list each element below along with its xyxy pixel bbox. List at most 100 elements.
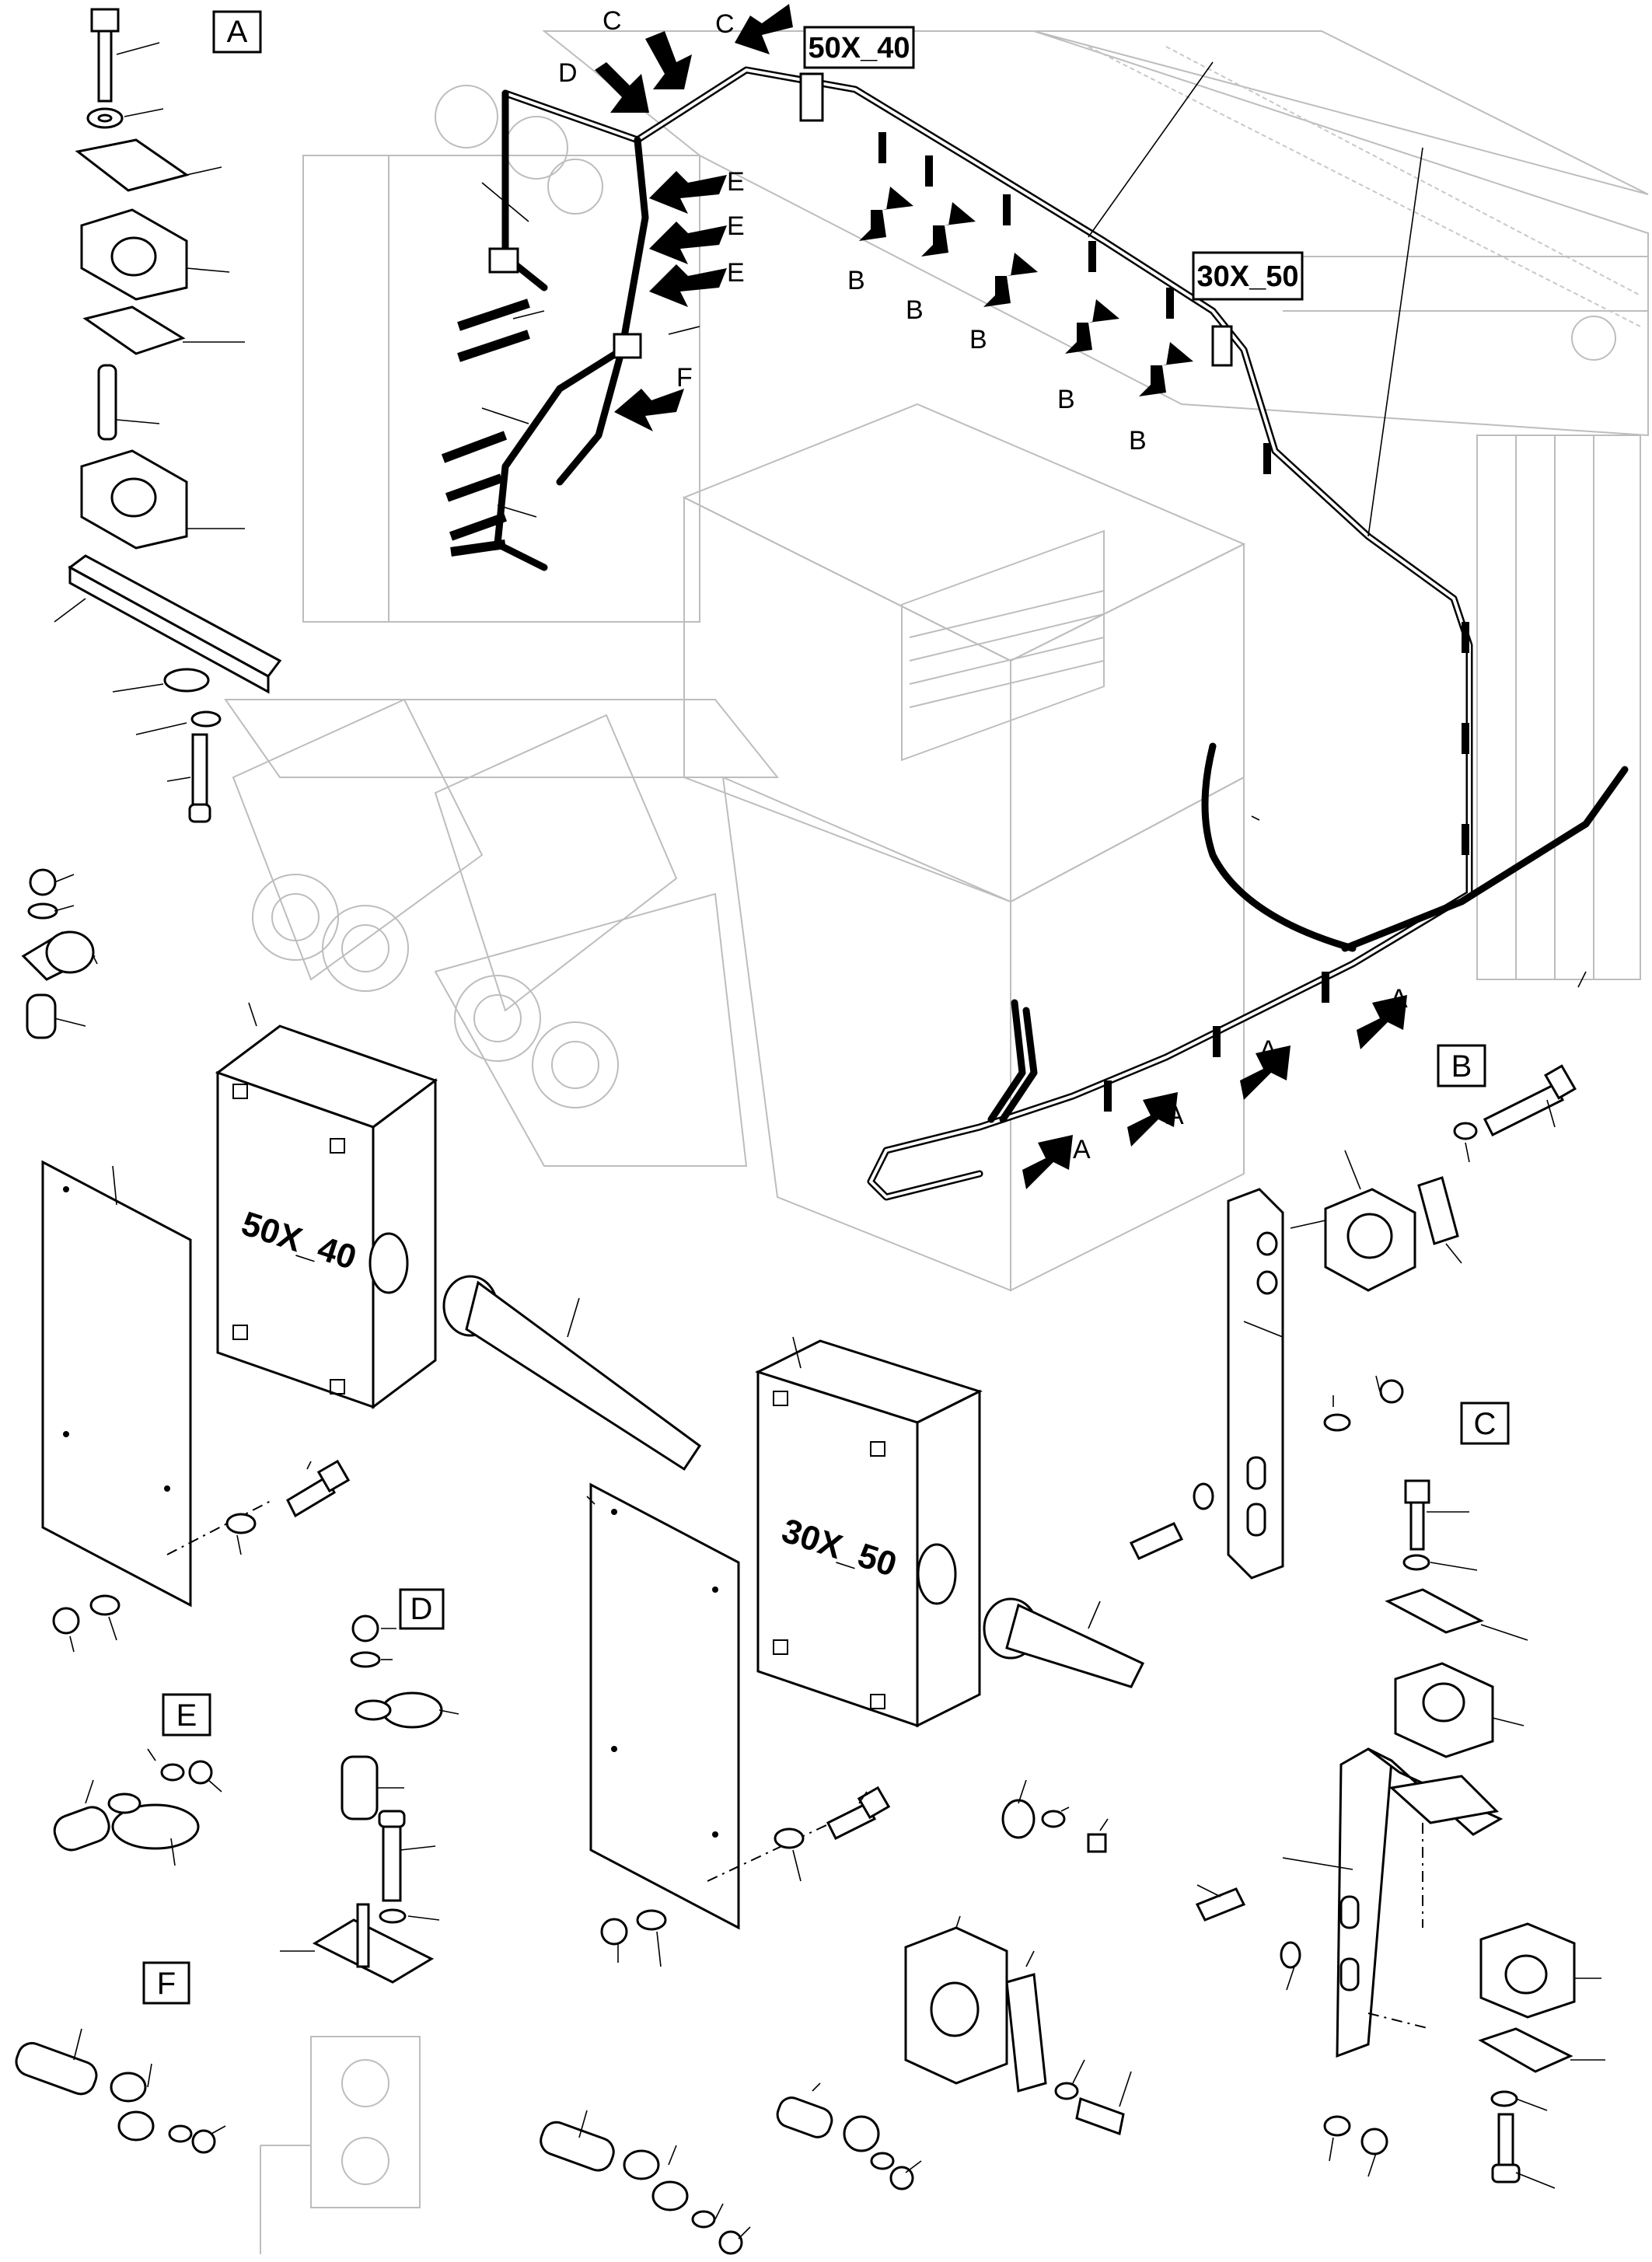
washer (1323, 1413, 1351, 1432)
spacer-sleeve (53, 1806, 110, 1852)
arrow-group (595, 4, 1407, 1189)
washer (636, 1909, 667, 1931)
washer (691, 2210, 716, 2229)
washer (379, 1908, 407, 1924)
washer (160, 1763, 185, 1782)
pointer-b-5: B (1129, 426, 1147, 456)
washer (168, 2124, 193, 2143)
bolt (286, 1475, 336, 1518)
pointer-a-2: A (1166, 1101, 1184, 1130)
pin (97, 364, 117, 441)
p-clip (111, 1803, 200, 1850)
wiring-harness (441, 66, 1629, 1201)
detail-label-e: E (176, 1698, 197, 1733)
base-plate (1388, 1775, 1500, 1824)
bolt-shank (1409, 1501, 1425, 1551)
bolt (826, 1801, 877, 1841)
bolt (1087, 1833, 1107, 1853)
detail-label-c: C (1474, 1407, 1497, 1441)
base-plate (312, 1918, 435, 1984)
label-30x50-top: 30X_50 (1196, 260, 1298, 293)
washer (1323, 2115, 1351, 2137)
p-clip (1001, 1799, 1036, 1839)
washer (1193, 1482, 1214, 1510)
spacer-sleeve (26, 993, 57, 1039)
pointer-c-1: C (602, 6, 622, 36)
detail-label-b: B (1451, 1049, 1472, 1084)
harness-leaders (481, 61, 1587, 988)
washer (350, 1651, 381, 1668)
detail-a: A (54, 8, 282, 823)
detail-label-d: D (410, 1592, 433, 1626)
washer (89, 1594, 120, 1616)
spacer-sleeve (776, 2096, 833, 2138)
p-clip (163, 668, 210, 693)
junction-box-30x50: 30X_50 (755, 1336, 1145, 1728)
p-clip (623, 2149, 660, 2180)
bolt-shank (382, 1821, 402, 1902)
spacer-plate (82, 305, 186, 355)
harness-box-label-50x40: 50X_40 (803, 26, 915, 69)
pointer-b-3: B (969, 325, 987, 354)
detail-f: F (15, 1961, 226, 2154)
washer (1453, 1122, 1478, 1140)
p-clip (651, 2180, 689, 2211)
bolt (1129, 1522, 1184, 1560)
clip-group-left (21, 868, 98, 1039)
pointer-e-1: E (727, 167, 745, 197)
nut (889, 2166, 914, 2190)
bolt-head (1404, 1479, 1430, 1504)
washer (1402, 1554, 1430, 1571)
washer (1054, 2082, 1079, 2100)
nut (191, 2129, 216, 2154)
mounting-bar (68, 554, 282, 678)
nut (1360, 2128, 1388, 2156)
pointer-e-2: E (727, 211, 745, 241)
cover-plate (1385, 1588, 1484, 1634)
pointer-c-2: C (715, 9, 735, 39)
washer (225, 1513, 257, 1534)
bolt-shank (191, 733, 208, 806)
washer (1280, 1941, 1301, 1969)
spacer-sleeve (15, 2042, 98, 2096)
pointer-a-3: A (1259, 1035, 1277, 1065)
cable (1005, 1603, 1145, 1688)
cover-plate (1478, 2027, 1573, 2073)
p-clip (843, 2115, 880, 2152)
pointer-b-1: B (847, 266, 865, 295)
washer (27, 902, 58, 920)
callout-arrows: C C D E E E F B B B B B A A A A (558, 4, 1408, 1189)
pointer-d: D (558, 58, 578, 88)
nut (29, 868, 57, 896)
washer (1490, 2090, 1518, 2107)
spacer-plate (1417, 1176, 1459, 1245)
label-50x40-top: 50X_40 (808, 32, 910, 65)
nut (600, 1918, 628, 1946)
nut (52, 1607, 80, 1635)
cover-plate-50x40 (41, 1160, 351, 1653)
nut (718, 2230, 743, 2255)
washer (774, 1827, 805, 1849)
pointer-a-1: A (1073, 1135, 1091, 1164)
washer (190, 710, 222, 728)
spacer-sleeve (341, 1755, 379, 1820)
harness-box-label-30x50: 30X_50 (1192, 251, 1304, 301)
pointer-a-4: A (1390, 984, 1408, 1014)
bolt-head (90, 8, 120, 33)
detail-b: B (1129, 1044, 1577, 1580)
nut (351, 1614, 379, 1642)
pointer-b-2: B (906, 295, 924, 325)
detail-d: D (260, 1588, 459, 2254)
junction-box-50x40: 50X_40 (215, 1002, 702, 1471)
machine-outline (224, 30, 1649, 1292)
bolt (1195, 1887, 1246, 1922)
detail-label-f: F (157, 1967, 176, 2001)
washer (870, 2152, 895, 2170)
bolt (1483, 1082, 1565, 1137)
cover-plate-30x50 (586, 1482, 891, 1967)
pointer-f: F (676, 363, 693, 393)
nut (1379, 1379, 1404, 1404)
detail-label-a: A (227, 15, 248, 49)
clip-group-bottom-centre (540, 2110, 751, 2255)
